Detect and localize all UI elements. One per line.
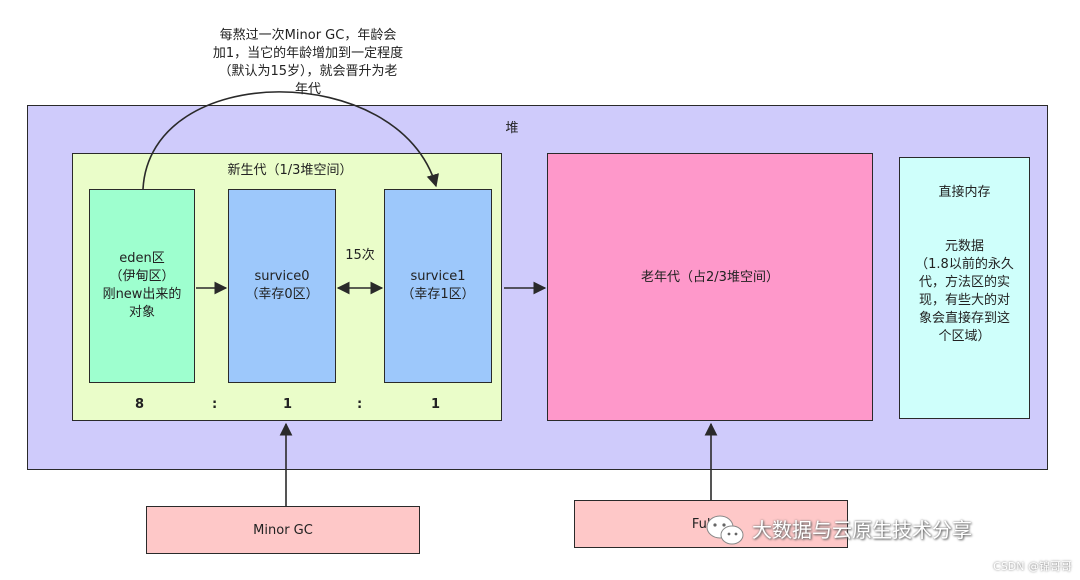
ratio-survivor-1: 1 xyxy=(431,397,441,412)
annotation-line: （默认为15岁），就会晋升为老 xyxy=(218,64,398,79)
watermark-text: 大数据与云原生技术分享 xyxy=(752,518,972,542)
csdn-watermark: CSDN @锦哥哥 xyxy=(993,560,1072,573)
minor-gc-box: Minor GC xyxy=(146,506,420,554)
annotation-line: 加1，当它的年龄增加到一定程度 xyxy=(212,46,404,61)
direct-memory-region: 直接内存 元数据 （1.8以前的永久 代，方法区的实 现，有些大的对 象会直接存… xyxy=(899,157,1030,419)
annotation-line: 每熬过一次Minor GC，年龄会 xyxy=(219,28,397,43)
minor-gc-label: Minor GC xyxy=(253,522,313,538)
old-generation-region: 老年代（占2/3堆空间） xyxy=(547,153,873,421)
young-generation-label: 新生代（1/3堆空间） xyxy=(227,163,353,178)
direct-memory-title: 直接内存 xyxy=(938,185,991,200)
eden-space: eden区 （伊甸区） 刚new出来的 对象 xyxy=(89,189,195,383)
ratio-separator: : xyxy=(212,397,218,412)
survivor-1-text: survice1 （幸存1区） xyxy=(401,269,475,302)
promotion-annotation: 每熬过一次Minor GC，年龄会 加1，当它的年龄增加到一定程度 （默认为15… xyxy=(188,27,428,99)
survivor-0-space: survice0 （幸存0区） xyxy=(228,189,336,383)
swap-count-label: 15次 xyxy=(345,248,375,263)
ratio-eden: 8 xyxy=(135,397,145,412)
heap-label: 堆 xyxy=(505,121,519,136)
survivor-0-text: survice0 （幸存0区） xyxy=(245,269,319,302)
old-generation-text: 老年代（占2/3堆空间） xyxy=(641,270,779,285)
direct-memory-text: 元数据 （1.8以前的永久 代，方法区的实 现，有些大的对 象会直接存到这 个区… xyxy=(915,239,1014,344)
survivor-1-space: survice1 （幸存1区） xyxy=(384,189,492,383)
eden-text: eden区 （伊甸区） 刚new出来的 对象 xyxy=(102,251,182,320)
promotion-arc-arrow xyxy=(142,91,439,190)
ratio-survivor-0: 1 xyxy=(283,397,293,412)
wechat-icon xyxy=(706,515,744,545)
ratio-separator: : xyxy=(357,397,363,412)
